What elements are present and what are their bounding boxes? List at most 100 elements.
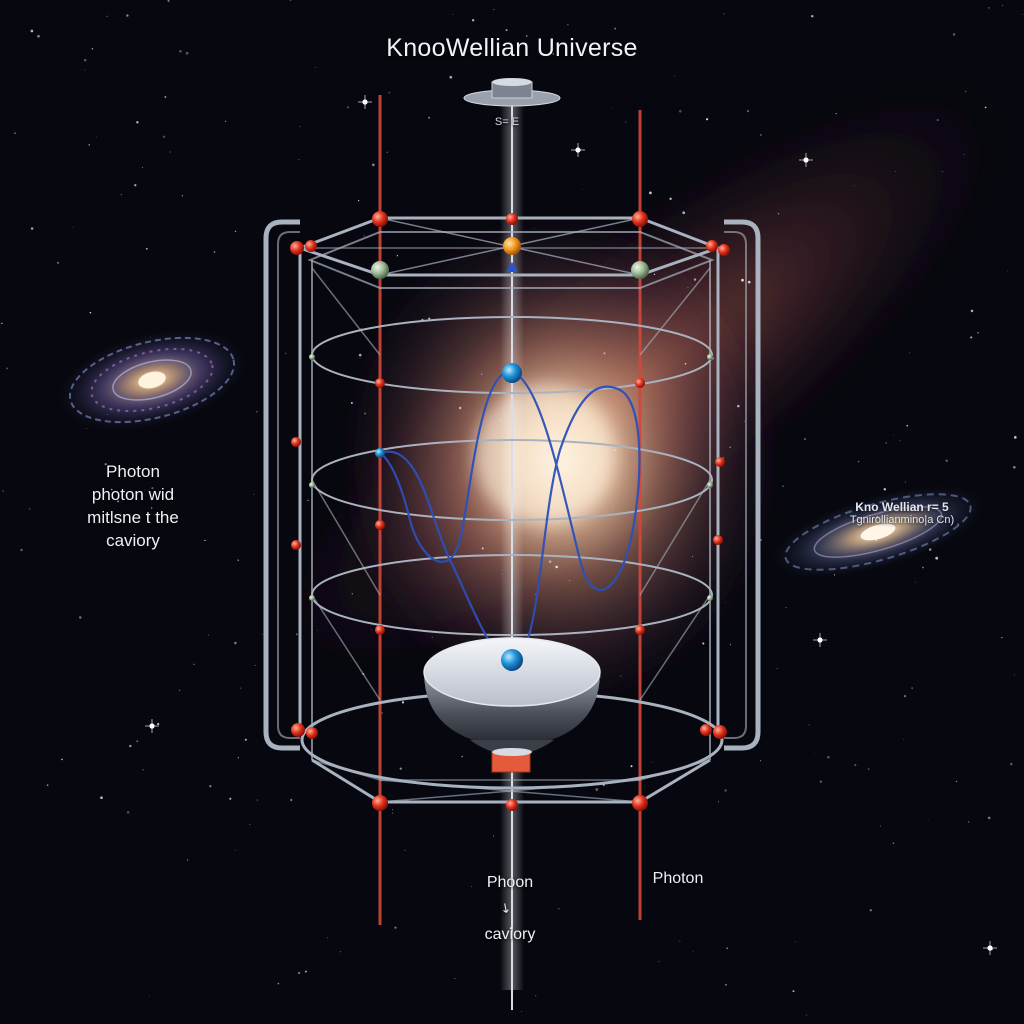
star [984,106,987,109]
star [454,978,456,980]
star [967,821,970,823]
star [935,556,939,560]
star [614,449,616,451]
star [744,420,746,422]
star [304,970,307,973]
star [853,185,855,187]
star [20,548,23,552]
mirror-dish-top-icon [463,78,561,107]
star [555,565,559,569]
star [91,48,94,50]
star [326,937,328,939]
star [151,507,153,509]
star [612,107,613,109]
star [955,780,958,783]
star [237,559,239,561]
star [481,547,484,550]
star [705,118,709,121]
star [903,738,904,740]
star [1013,674,1015,676]
star [493,9,495,11]
star [61,758,63,761]
node-red [713,725,727,739]
star [339,950,342,953]
star [234,850,236,851]
star [988,7,990,9]
node-red [715,457,725,467]
node-red [291,540,301,550]
left-annotation-line3: mitlsne t the [87,508,179,527]
star [392,812,394,814]
star [401,701,405,704]
star [620,675,622,677]
star [945,459,948,462]
star [729,644,731,646]
right-annotation: Kno Wellian r= 5 Tgnirollianmino|a Cn) [812,500,992,526]
star [142,769,144,771]
star [193,663,195,665]
star [185,51,189,55]
star [737,404,740,408]
node-green [707,482,713,488]
star [614,27,617,30]
star [682,211,686,215]
star [702,642,705,645]
star [471,18,475,22]
star [915,581,916,583]
node-red [305,240,317,252]
star [498,469,500,470]
node-red [635,378,645,388]
star [724,602,726,604]
star [357,200,360,202]
star [157,722,160,726]
star [129,744,132,748]
node-red [635,625,645,635]
star [892,434,894,436]
star [760,539,762,541]
star [104,463,107,466]
star [651,761,653,763]
star [693,278,697,281]
star [895,170,896,172]
star [674,75,676,77]
star [148,995,150,997]
star [100,796,103,800]
star [1006,270,1008,272]
star [394,926,397,929]
star [777,213,780,215]
star [428,317,431,320]
star [480,373,483,375]
star [89,311,92,314]
star [548,560,552,563]
star [295,633,298,636]
star [117,500,120,503]
star [30,29,34,33]
star [213,251,216,253]
node-green [371,261,389,279]
star [630,765,633,768]
star [540,431,542,433]
star [256,799,258,801]
star [965,90,967,93]
star [459,406,462,410]
star [936,119,939,122]
star [234,641,237,645]
star [351,593,353,595]
star [911,687,913,689]
node-red [290,241,304,255]
star [95,136,97,138]
right-annotation-line2: Tgnirollianmino|a Cn) [849,514,955,526]
star [505,52,507,54]
star [186,859,189,861]
star [567,24,569,26]
star [249,824,251,826]
star [14,132,16,134]
star [164,96,167,98]
left-annotation: Photon photon wid mitlsne t the caviory [58,460,208,552]
star [134,184,137,187]
star [603,352,606,355]
star [892,842,895,844]
star [854,764,857,767]
spiral-galaxy-left-icon [59,329,245,431]
